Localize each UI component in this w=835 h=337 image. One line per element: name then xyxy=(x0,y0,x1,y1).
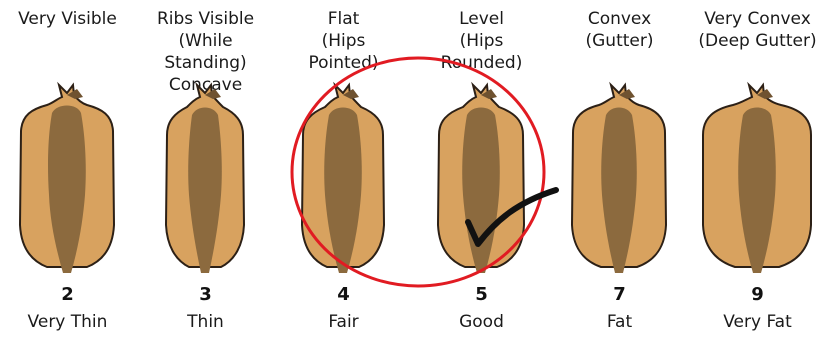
checkmark-icon xyxy=(468,190,556,244)
highlight-circle-icon xyxy=(292,58,544,286)
